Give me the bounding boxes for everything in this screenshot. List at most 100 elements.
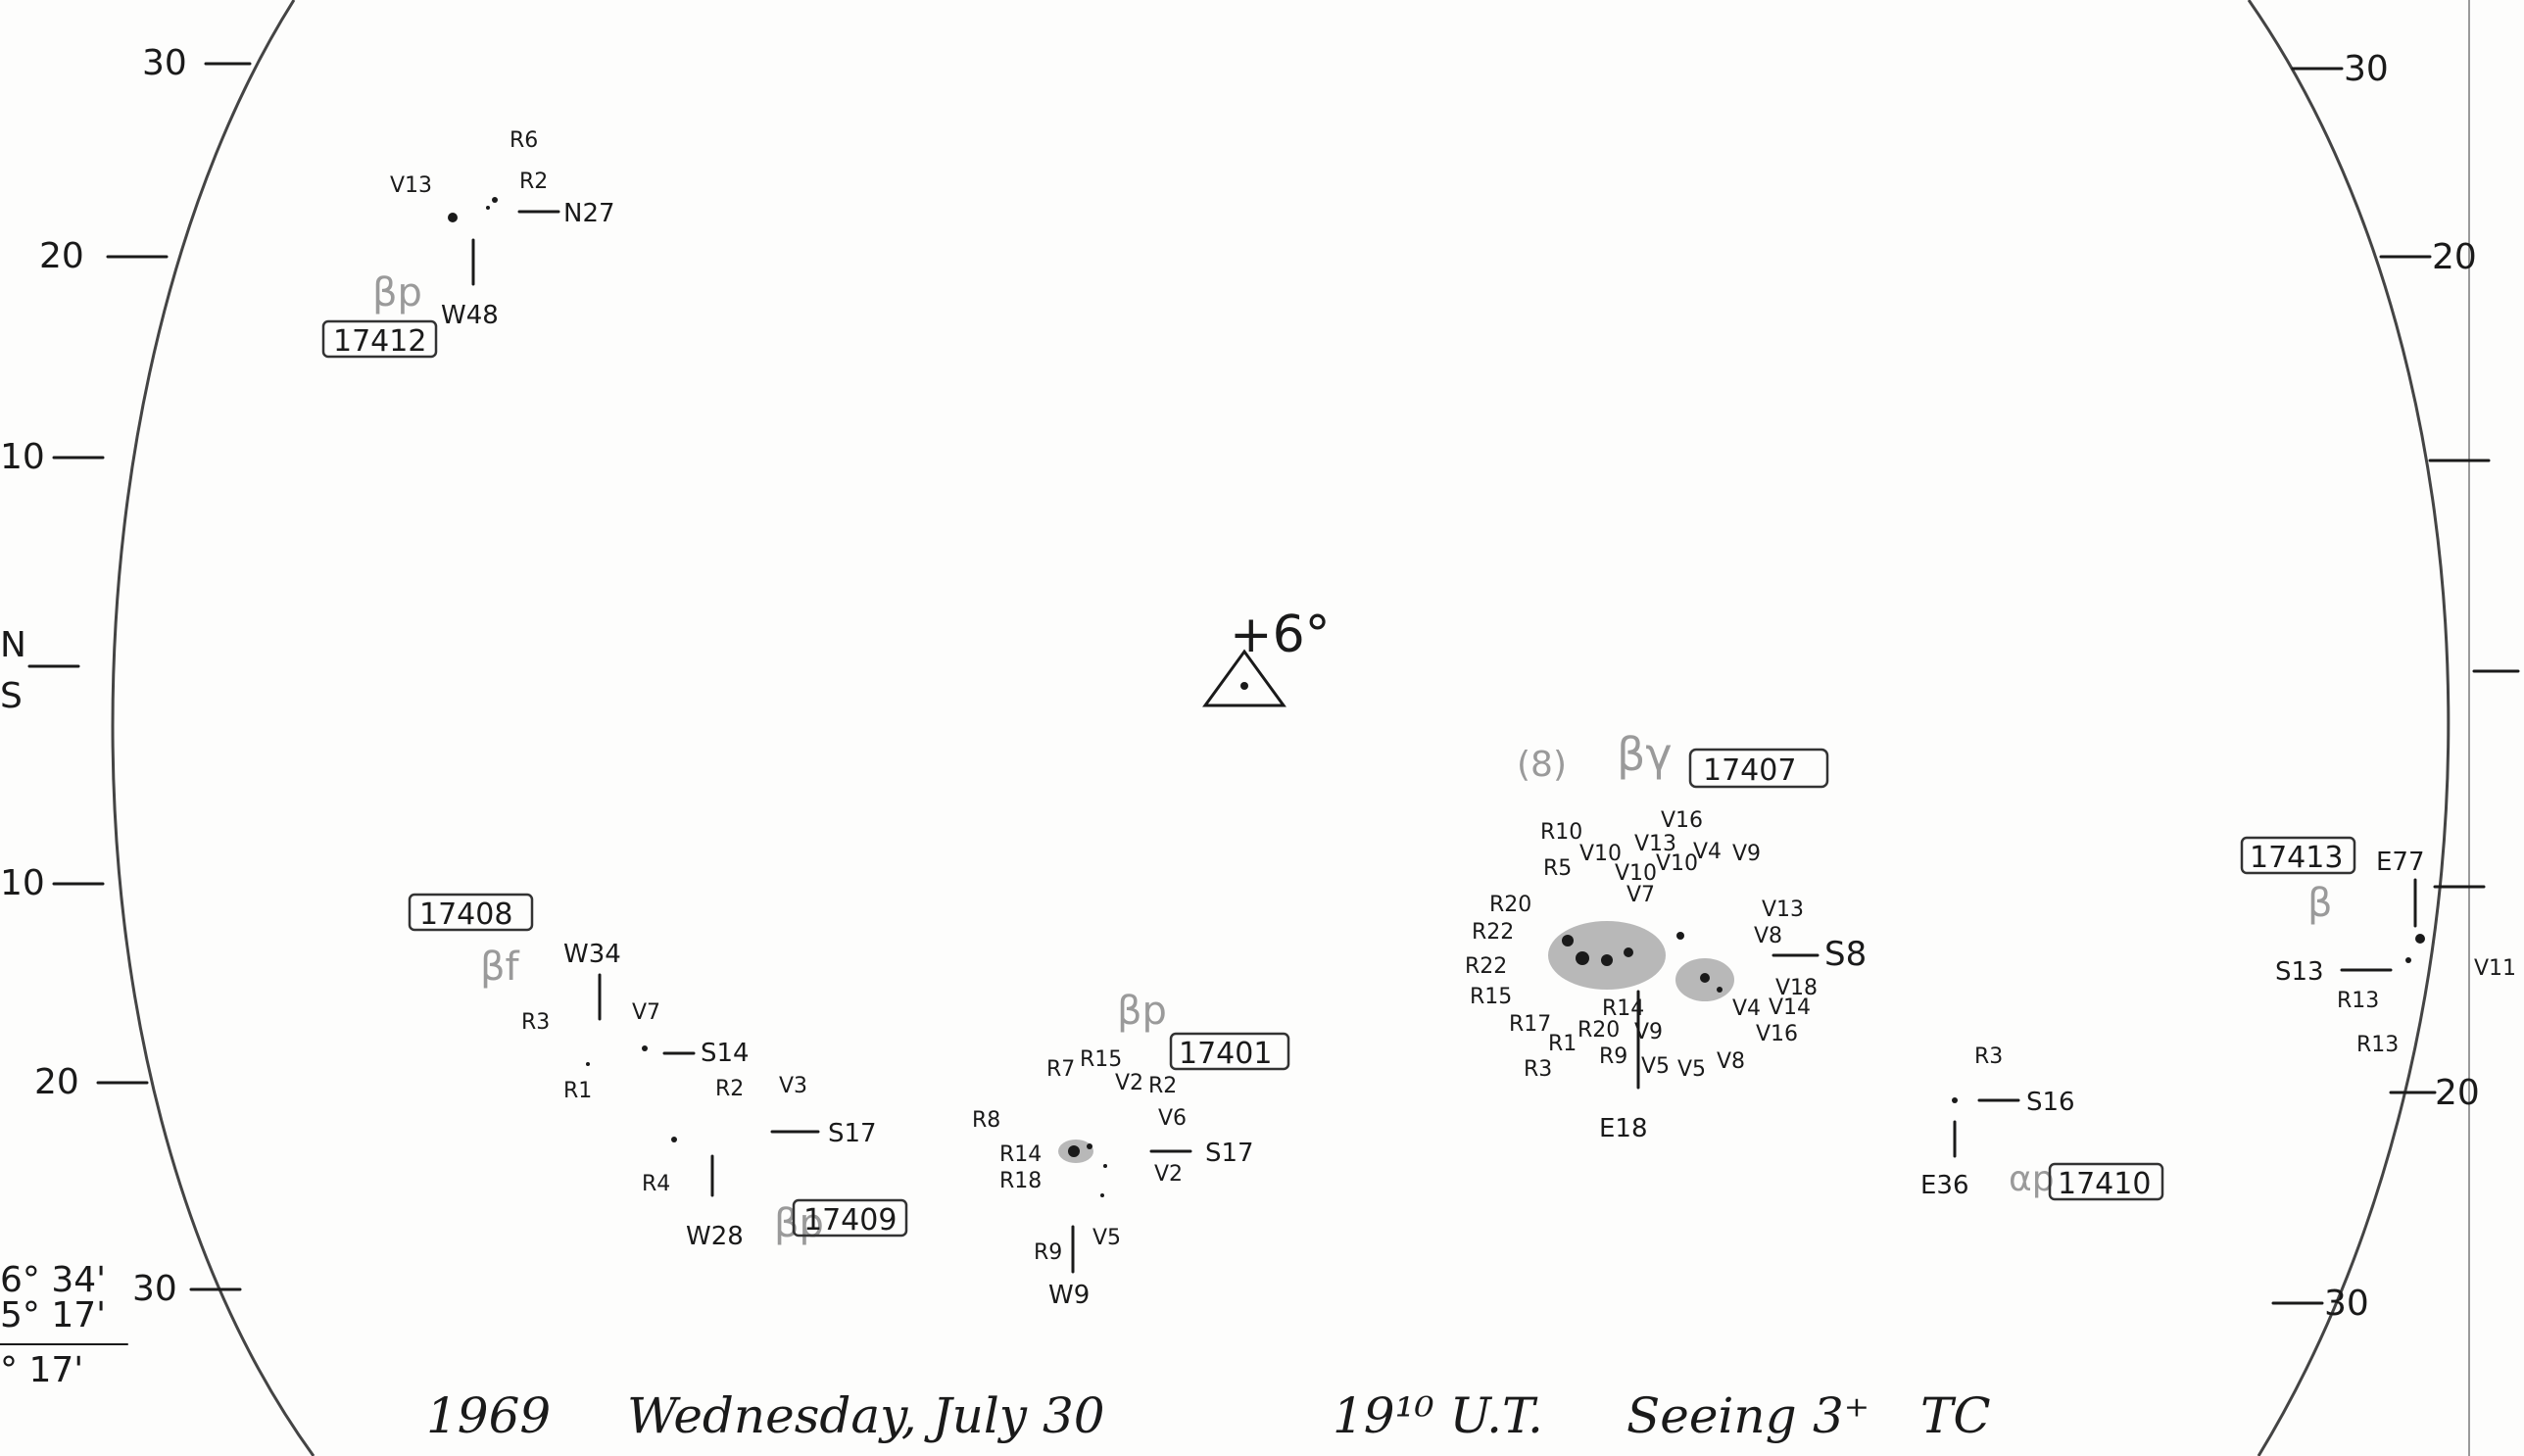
spot-label: V2 bbox=[1115, 1071, 1143, 1095]
right-tick-label: 20 bbox=[2432, 237, 2477, 277]
spot-label: V18 bbox=[1775, 976, 1818, 1000]
spot-label: R14 bbox=[1602, 996, 1644, 1021]
region-17407: (8) βγ 17407 E18 S8 R10 R5 V10 V13 V16 V… bbox=[1465, 728, 1867, 1143]
sunspot bbox=[1087, 1143, 1092, 1149]
region-latitude: S17 bbox=[1205, 1139, 1254, 1168]
spot-label: V6 bbox=[1158, 1106, 1187, 1131]
right-tick-label: 30 bbox=[2324, 1284, 2369, 1324]
left-tick-label: 20 bbox=[34, 1062, 79, 1102]
spot-label: V4 bbox=[1693, 840, 1722, 864]
caption-time: 19¹⁰ U.T. bbox=[1333, 1387, 1543, 1444]
spot-label: R20 bbox=[1578, 1018, 1620, 1043]
margin-value: 5° 17' bbox=[0, 1295, 106, 1335]
region-latitude: S13 bbox=[2275, 957, 2324, 987]
region-classification: βp bbox=[372, 270, 422, 315]
center-triangle-icon bbox=[1202, 649, 1286, 707]
spot-label: V5 bbox=[1641, 1054, 1670, 1079]
spot-label: R5 bbox=[1543, 856, 1572, 881]
region-classification: β bbox=[2307, 881, 2333, 926]
spot-label: R1 bbox=[563, 1079, 592, 1103]
region-17410: R3 S16 E36 αp 17410 bbox=[1920, 1044, 2164, 1201]
sunspot bbox=[1601, 954, 1613, 966]
region-number: 17410 bbox=[2058, 1167, 2151, 1201]
disk-center-mark: +6° bbox=[1202, 606, 1331, 707]
spot-label: V7 bbox=[632, 1000, 660, 1025]
sunspot bbox=[448, 213, 458, 222]
spot-label: V3 bbox=[779, 1074, 807, 1098]
region-number: 17409 bbox=[803, 1203, 897, 1238]
spot-label: V8 bbox=[1754, 924, 1782, 948]
region-number-box bbox=[1688, 748, 1829, 789]
margin-value: 6° 34' bbox=[0, 1260, 106, 1300]
sunspot bbox=[1676, 932, 1684, 940]
sunspot bbox=[671, 1137, 677, 1142]
region-number-box bbox=[408, 893, 534, 932]
spot-label: R3 bbox=[1524, 1057, 1552, 1082]
caption-seeing-value: 3⁺ bbox=[1813, 1387, 1869, 1444]
observation-caption: 1969 Wednesday, July 30 19¹⁰ U.T. Seeing… bbox=[426, 1387, 1991, 1444]
center-dot bbox=[1240, 682, 1248, 690]
region-classification: βp bbox=[774, 1201, 824, 1246]
region-count: (8) bbox=[1517, 745, 1567, 785]
spot-label: V10 bbox=[1615, 861, 1657, 886]
spot-label: V11 bbox=[2474, 956, 2516, 981]
region-longitude: W28 bbox=[686, 1222, 744, 1251]
caption-year: 1969 bbox=[426, 1387, 551, 1444]
spot-label: R1 bbox=[1548, 1032, 1577, 1056]
caption-observer: TC bbox=[1920, 1387, 1991, 1444]
left-hemisphere-s: S bbox=[0, 676, 23, 716]
sunspot bbox=[1576, 951, 1589, 965]
region-number-box bbox=[2048, 1162, 2164, 1201]
spot-label: R8 bbox=[972, 1108, 1000, 1133]
sunspot bbox=[1100, 1193, 1104, 1197]
left-tick-label: 30 bbox=[142, 43, 187, 83]
right-tick-label: 30 bbox=[2344, 49, 2389, 89]
spot-label: R3 bbox=[1974, 1044, 2003, 1069]
sunspot bbox=[2415, 934, 2425, 944]
region-number: 17407 bbox=[1703, 753, 1796, 788]
region-number-box bbox=[2240, 836, 2356, 875]
region-17408: 17408 βf W34 S14 R3 V7 R1 bbox=[408, 893, 750, 1103]
spot-label: R15 bbox=[1080, 1047, 1122, 1072]
sunspot bbox=[2405, 957, 2411, 963]
spot-label: V8 bbox=[1717, 1049, 1745, 1074]
region-17412: βp 17412 W48 N27 V13 R6 R2 bbox=[321, 128, 615, 359]
region-longitude: E36 bbox=[1920, 1171, 1969, 1200]
spot-label: R18 bbox=[999, 1169, 1042, 1193]
spot-label: R3 bbox=[521, 1010, 550, 1035]
sunspot bbox=[492, 197, 498, 203]
left-tick-label: 20 bbox=[39, 236, 84, 276]
spot-label: R20 bbox=[1489, 893, 1531, 917]
spot-label: R13 bbox=[2356, 1033, 2399, 1057]
spot-label: V10 bbox=[1579, 842, 1622, 866]
spot-label: V14 bbox=[1769, 995, 1811, 1020]
spot-label: V13 bbox=[1634, 832, 1676, 856]
left-tick-label: 30 bbox=[132, 1269, 177, 1309]
sunspot bbox=[1952, 1097, 1958, 1103]
sunspot bbox=[1562, 935, 1574, 946]
region-17413: 17413 β E77 S13 V11 R13 R13 bbox=[2240, 836, 2516, 1057]
spot-label: R9 bbox=[1599, 1044, 1627, 1069]
sunspot bbox=[1103, 1164, 1107, 1168]
sunspot bbox=[1717, 987, 1723, 993]
region-latitude: N27 bbox=[563, 199, 615, 228]
spot-label: R6 bbox=[510, 128, 538, 153]
region-classification: αp bbox=[2009, 1159, 2055, 1199]
sunspot bbox=[1624, 947, 1633, 957]
spot-label: R15 bbox=[1470, 985, 1512, 1009]
spot-label: R14 bbox=[999, 1142, 1042, 1167]
region-longitude: W34 bbox=[563, 940, 621, 969]
region-classification: βf bbox=[480, 945, 520, 990]
spot-label: R10 bbox=[1540, 820, 1582, 845]
sunspot bbox=[642, 1045, 648, 1051]
center-label: +6° bbox=[1230, 606, 1331, 664]
spot-label: R2 bbox=[715, 1077, 744, 1101]
spot-label: V5 bbox=[1677, 1057, 1706, 1082]
region-number: 17412 bbox=[333, 324, 426, 359]
region-classification: βp bbox=[1117, 989, 1167, 1034]
right-latitude-scale: 30 20 20 30 bbox=[2271, 49, 2520, 1324]
margin-value: ° 17' bbox=[0, 1350, 83, 1390]
solar-limb-right bbox=[2247, 0, 2451, 1456]
spot-label: V9 bbox=[1634, 1020, 1663, 1044]
